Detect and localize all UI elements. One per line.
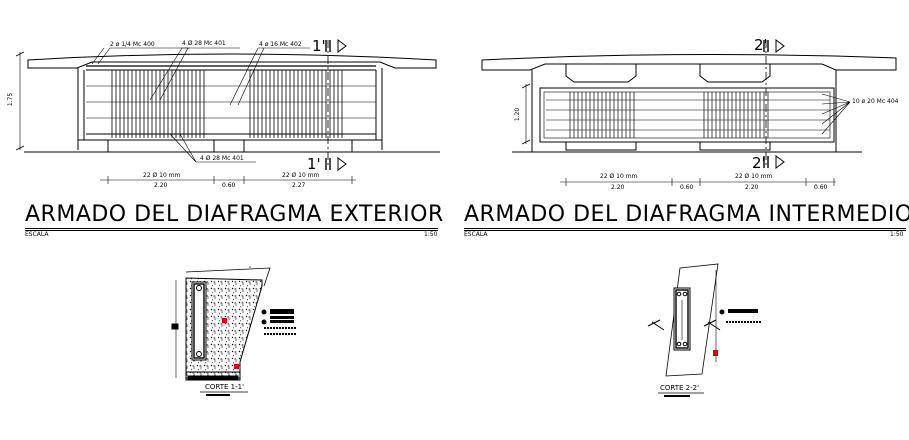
intermediate-title: ARMADO DEL DIAFRAGMA INTERMEDIO bbox=[464, 202, 909, 227]
intermediate-deck-slab bbox=[481, 53, 897, 71]
section-2-detail bbox=[647, 263, 762, 397]
exterior-height-dim: 1.75 bbox=[7, 92, 15, 107]
exterior-bars-left: 22 Ø 10 mm bbox=[143, 172, 181, 179]
intermediate-bars-right: 22 Ø 10 mm bbox=[735, 173, 773, 180]
exterior-title: ARMADO DEL DIAFRAGMA EXTERIOR bbox=[25, 202, 444, 227]
exterior-dim-w2: 0.60 bbox=[222, 182, 236, 189]
intermediate-dim-w2: 0.60 bbox=[680, 184, 694, 191]
exterior-title-rule bbox=[25, 228, 438, 229]
intermediate-elevation bbox=[481, 39, 897, 186]
exterior-note-top-left: 2 ø 1/4 Mc 400 bbox=[110, 41, 155, 48]
exterior-deck-slab bbox=[27, 53, 437, 69]
intermediate-height-dim: 1.20 bbox=[514, 107, 522, 122]
intermediate-cut-top-label: 2' bbox=[754, 36, 768, 54]
exterior-title-rule-2 bbox=[25, 230, 438, 231]
exterior-cut-top-label: 1' bbox=[312, 37, 326, 55]
intermediate-title-rule bbox=[464, 228, 906, 229]
intermediate-scale-value: 1:50 bbox=[890, 231, 904, 238]
intermediate-dim-w4: 0.60 bbox=[814, 184, 828, 191]
intermediate-stirrups-left bbox=[569, 92, 635, 138]
exterior-note-top-right: 4 ø 16 Mc 402 bbox=[259, 41, 302, 48]
intermediate-stirrups-right bbox=[703, 92, 769, 138]
intermediate-scale-label: ESCALA bbox=[464, 231, 488, 238]
exterior-scale-label: ESCALA bbox=[25, 231, 49, 238]
exterior-bars-right: 22 Ø 10 mm bbox=[282, 172, 320, 179]
intermediate-title-rule-2 bbox=[464, 230, 906, 231]
intermediate-note-right: 10 ø 20 Mc 404 bbox=[852, 98, 899, 105]
exterior-note-top-mid: 4 Ø 28 Mc 401 bbox=[182, 40, 226, 47]
intermediate-dim-w1: 2.20 bbox=[611, 184, 625, 191]
exterior-elevation bbox=[15, 39, 440, 184]
exterior-note-bottom: 4 Ø 28 Mc 401 bbox=[200, 155, 244, 162]
section-2-label: CORTE 2-2' bbox=[660, 384, 700, 392]
exterior-dim-w1: 2.20 bbox=[154, 182, 168, 189]
section-1-label: CORTE 1-1' bbox=[205, 383, 245, 391]
section-1-detail bbox=[171, 266, 296, 396]
intermediate-bars-left: 22 Ø 10 mm bbox=[600, 173, 638, 180]
intermediate-dim-w3: 2.20 bbox=[745, 184, 759, 191]
intermediate-cut-bottom-label: 2' bbox=[752, 154, 766, 172]
exterior-cut-bottom-label: 1' bbox=[307, 155, 321, 173]
exterior-scale-value: 1:50 bbox=[424, 231, 438, 238]
exterior-stirrups-left bbox=[111, 70, 205, 138]
exterior-dim-w3: 2.27 bbox=[292, 182, 306, 189]
exterior-stirrups-right bbox=[249, 70, 343, 138]
